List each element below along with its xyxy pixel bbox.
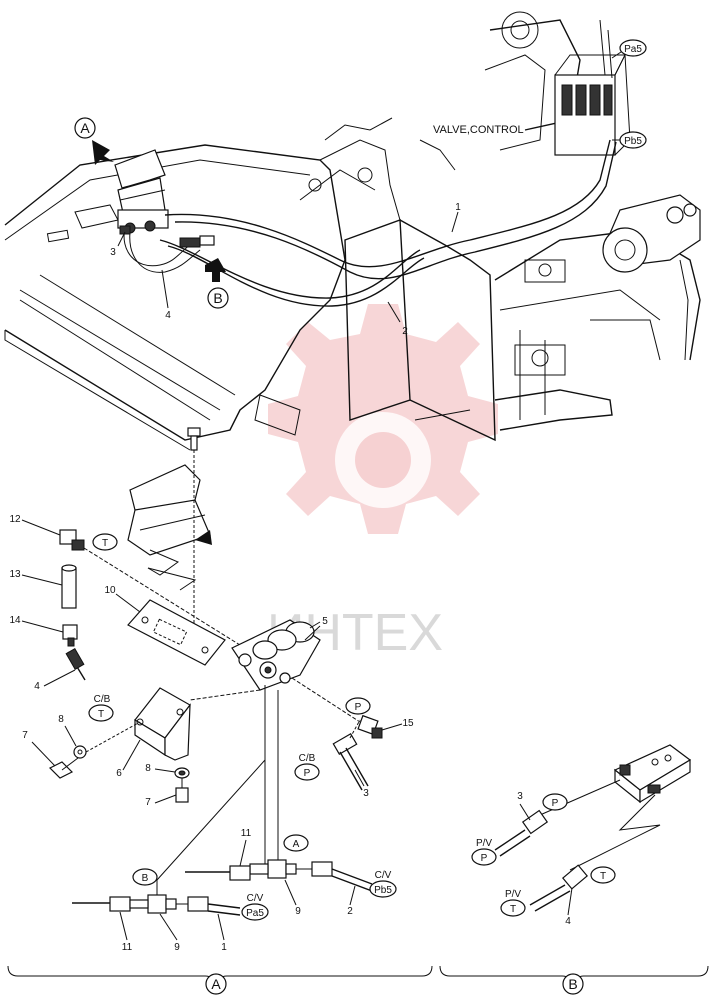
- port-t-12: T: [102, 538, 108, 549]
- part-num-11b: 11: [122, 942, 133, 953]
- port-p-15: P: [355, 702, 362, 713]
- port-t-b4: T: [600, 871, 606, 882]
- code-cv-1: C/V: [247, 893, 264, 904]
- part-num-7a: 7: [22, 730, 28, 741]
- port-pb5-top: Pb5: [624, 136, 642, 147]
- part-num-top-1: 1: [455, 202, 461, 213]
- hose-end-3: [332, 719, 369, 791]
- port-b-detail: B: [142, 873, 149, 884]
- detail-b-tee-9b: [147, 690, 266, 916]
- spacer-13: [61, 564, 77, 609]
- part-num-9a: 9: [295, 906, 301, 917]
- part-num-8a: 8: [58, 714, 64, 725]
- part-num-9b: 9: [174, 942, 180, 953]
- valve-control-label: VALVE,CONTROL: [433, 124, 524, 136]
- part-num-7b: 7: [145, 797, 151, 808]
- bolt-7a: [48, 757, 79, 779]
- top-leaders: [117, 49, 625, 323]
- part-num-11a: 11: [241, 828, 252, 839]
- part-num-b3: 3: [517, 791, 523, 802]
- part-num-top-2: 2: [402, 326, 408, 337]
- part-num-5: 5: [322, 616, 328, 627]
- code-pv-3: P/V: [476, 838, 492, 849]
- exploded-pedal: [127, 464, 212, 591]
- port-p-b3: P: [552, 798, 559, 809]
- control-valve-block: [501, 11, 631, 156]
- fitting-15: [357, 714, 383, 739]
- hose-end-4: [65, 648, 86, 681]
- port-t-b4b: T: [510, 904, 516, 915]
- part-num-4: 4: [34, 681, 40, 692]
- fitting-14: [62, 624, 78, 647]
- bolt-7b: [175, 778, 189, 803]
- view-arrow-a: [74, 117, 114, 165]
- part-num-6: 6: [116, 768, 122, 779]
- section-label-b: B: [568, 976, 577, 992]
- part-num-3: 3: [363, 788, 369, 799]
- part-num-2: 2: [347, 906, 353, 917]
- plate-10: [127, 599, 226, 666]
- section-b-circle: [562, 973, 584, 995]
- code-cb-4: C/B: [94, 694, 111, 705]
- pump-unit: [602, 194, 701, 361]
- code-pv-4: P/V: [505, 889, 521, 900]
- section-label-a: A: [211, 976, 221, 992]
- part-num-13: 13: [9, 569, 21, 580]
- part-num-b4: 4: [565, 916, 571, 927]
- bracket-6: [134, 687, 191, 761]
- view-callout-b: B: [213, 290, 222, 306]
- detail-b-fitting-11b: [72, 896, 149, 912]
- view-b-hose-3: [494, 809, 549, 857]
- code-cv-2: C/V: [375, 870, 392, 881]
- code-cb-3: C/B: [299, 753, 316, 764]
- port-p-3: P: [304, 768, 311, 779]
- washer-8a: [73, 721, 141, 759]
- part-num-10: 10: [104, 585, 116, 596]
- section-a-circle: [205, 973, 227, 995]
- pedal-assembly-top: [114, 149, 169, 234]
- part-num-top-3: 3: [110, 247, 116, 258]
- pilot-valve-5: [189, 619, 361, 865]
- watermark-gear: [268, 304, 498, 534]
- view-callout-a: A: [80, 120, 90, 136]
- part-num-1: 1: [221, 942, 227, 953]
- port-a-detail: A: [293, 839, 300, 850]
- detail-a-fitting-11a: [185, 865, 251, 881]
- washer-8b: [174, 767, 190, 779]
- view-arrow-b: [205, 258, 229, 309]
- port-p-b3b: P: [481, 853, 488, 864]
- port-badges: [88, 39, 647, 921]
- port-pa5-top: Pa5: [624, 44, 642, 55]
- part-num-12: 12: [9, 514, 21, 525]
- view-b-valve: [539, 744, 692, 871]
- detail-a-tee-9a: [249, 859, 373, 892]
- hoses-1-2: [119, 139, 617, 307]
- view-b-hose-4: [529, 864, 589, 912]
- part-num-top-4: 4: [165, 310, 171, 321]
- part-num-8b: 8: [145, 763, 151, 774]
- port-pb5-detail: Pb5: [374, 885, 392, 896]
- fitting-12: [59, 529, 241, 646]
- part-num-14: 14: [9, 615, 21, 626]
- port-t-4: T: [98, 709, 104, 720]
- part-leaders: [21, 519, 573, 941]
- part-num-15: 15: [402, 718, 414, 729]
- port-pa5-detail: Pa5: [246, 908, 264, 919]
